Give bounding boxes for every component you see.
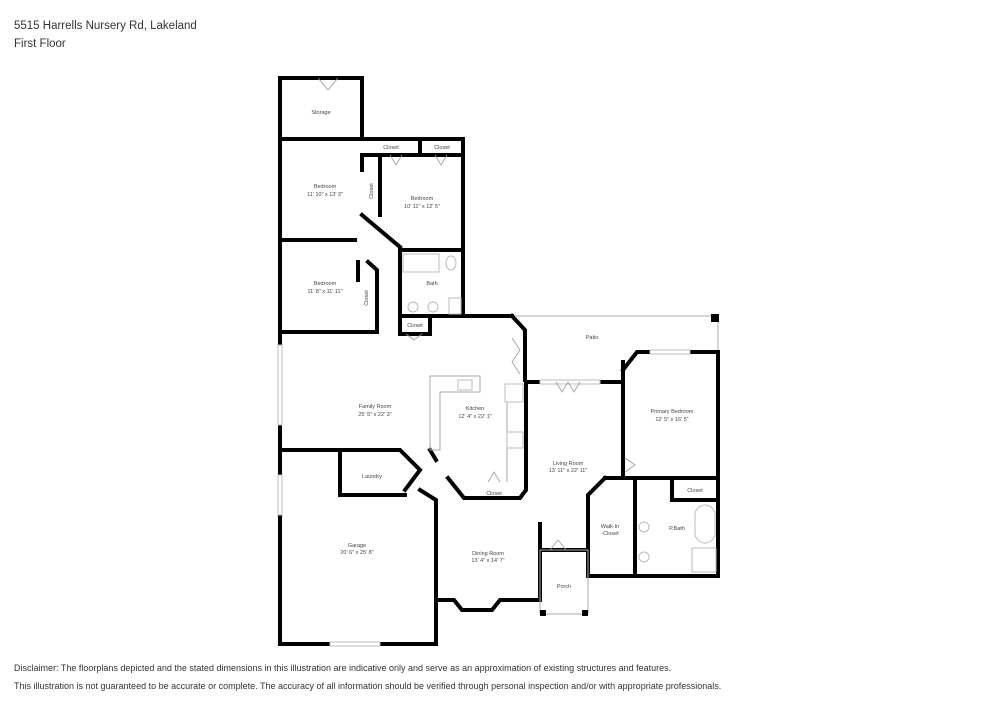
room-label-garage: Garage [348, 543, 366, 549]
room-label-storage: Storage [311, 110, 330, 116]
window [649, 349, 691, 355]
door-swing[interactable] [555, 381, 581, 393]
sink-icon [638, 521, 650, 533]
shower-icon [691, 547, 717, 573]
sink-icon [407, 301, 419, 313]
room-label-walkin-closet-2: -Closet [601, 531, 619, 537]
door-swing[interactable] [405, 333, 423, 341]
garage-walls [278, 448, 438, 646]
bathtub-icon [402, 253, 440, 273]
room-label-kitchen: Kitchen [466, 406, 484, 412]
toilet-icon [445, 255, 457, 271]
room-label-dining-room: Dining Room [472, 551, 504, 557]
room-label-closet: Closet [407, 323, 423, 329]
room-label-bedroom: Bedroom [411, 196, 434, 202]
room-label-porch: Porch [557, 584, 571, 590]
laundry-north-wall [278, 448, 423, 493]
room-dims-primary-bedroom: 12' 5" x 16' 5" [655, 417, 688, 423]
room-dims-bedroom: 10' 11" x 12' 5" [404, 204, 440, 210]
sliding-door[interactable] [539, 379, 601, 385]
door-swing[interactable] [389, 154, 403, 166]
room-label-bedroom: Bedroom [314, 184, 337, 190]
bedroom3-walls [278, 259, 379, 334]
kitchen-closet-walls [445, 380, 528, 500]
garage-door[interactable] [329, 641, 381, 647]
cabinet-icon [448, 297, 462, 315]
room-label-laundry: Laundry [362, 474, 382, 480]
disclaimer-line-1: Disclaimer: The floorplans depicted and … [14, 663, 672, 673]
room-dims-bedroom: 11' 8" x 11' 11" [307, 289, 342, 295]
hall-closet-walls [398, 314, 432, 336]
room-label-living-room: Living Room [553, 461, 584, 467]
room-label-patio: Patio [586, 335, 599, 341]
door-swing[interactable] [624, 457, 636, 473]
sink-icon [427, 301, 439, 313]
bathtub-icon [694, 504, 716, 544]
top-closets-walls [360, 137, 465, 157]
room-label-closet: Closet [687, 488, 703, 494]
door-swing[interactable] [434, 154, 448, 166]
sink-icon [638, 551, 650, 563]
kitchen-counter [429, 375, 481, 451]
door-swing[interactable] [549, 539, 567, 551]
laundry-walls [338, 448, 407, 497]
window [277, 474, 283, 516]
hall-stub [427, 447, 439, 463]
room-label-closet: Closet [364, 290, 370, 306]
room-dims-kitchen: 12' 4" x 22' 1" [458, 414, 491, 420]
disclaimer-line-2: This illustration is not guaranteed to b… [14, 681, 722, 691]
room-label-closet: Closet [434, 145, 450, 151]
kitchen-east-diag [509, 313, 527, 382]
dining-walls [434, 548, 590, 612]
room-label-bedroom: Bedroom [314, 281, 337, 287]
door-swing[interactable] [487, 471, 501, 483]
patio-outline [512, 315, 719, 352]
room-label-pbath: P.Bath [669, 526, 685, 532]
bath-walls [398, 248, 465, 318]
room-label-primary-bedroom: Primary Bedroom [651, 409, 694, 415]
door-swing[interactable] [317, 77, 339, 91]
fridge-icon [504, 383, 524, 403]
door-swing[interactable] [511, 337, 521, 375]
patio-post [711, 314, 719, 322]
porch-outline [539, 549, 589, 615]
porch-post [540, 610, 546, 616]
property-address: 5515 Harrells Nursery Rd, Lakeland [14, 20, 197, 32]
room-label-bath: Bath [426, 281, 437, 287]
sink-icon [457, 379, 473, 391]
room-dims-dining-room: 13' 4" x 14' 7" [471, 558, 504, 564]
room-label-closet: Closet [383, 145, 399, 151]
room-dims-family-room: 25' 5" x 22' 3" [358, 412, 391, 418]
room-label-family-room: Family Room [359, 404, 392, 410]
room-label-closet: Closet [486, 491, 502, 497]
window [277, 344, 283, 426]
porch-post [582, 610, 588, 616]
room-dims-garage: 20' 6" x 25' 8" [340, 550, 373, 556]
floor-label: First Floor [14, 38, 66, 50]
primary-bedroom-walls [620, 350, 720, 480]
hall-diag-wall [359, 212, 403, 250]
room-label-walkin-closet: Walk-In [601, 524, 619, 530]
room-dims-living-room: 13' 11" x 22' 11" [549, 468, 588, 474]
room-label-closet: Closet [369, 183, 375, 199]
storage-walls [278, 76, 364, 141]
stove-icon [506, 431, 524, 449]
primary-closet-walls [670, 476, 720, 502]
room-dims-bedroom: 11' 10" x 13' 3" [307, 192, 343, 198]
